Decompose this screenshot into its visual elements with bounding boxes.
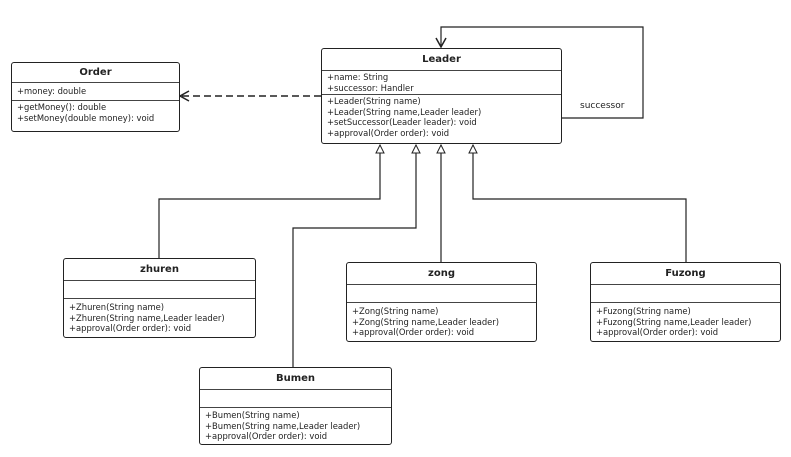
attribute-row: +money: double xyxy=(17,86,87,96)
operation-row: +Fuzong(String name,Leader leader) xyxy=(596,316,752,327)
operation-row: +Bumen(String name,Leader leader) xyxy=(205,420,361,431)
operations-section: +Leader(String name) +Leader(String name… xyxy=(322,95,561,139)
operation-row: +approval(Order order): void xyxy=(205,431,328,441)
operation-row: +setMoney(double money): void xyxy=(17,112,155,123)
operation-row: +approval(Order order): void xyxy=(327,127,450,138)
operation-row: +Zhuren(String name) xyxy=(69,302,165,312)
class-zhuren[interactable]: zhuren +Zhuren(String name) +Zhuren(Stri… xyxy=(63,258,256,338)
inheritance-line-fuzong xyxy=(473,145,687,262)
operation-row: +approval(Order order): void xyxy=(69,323,192,333)
successor-label: successor xyxy=(580,101,625,111)
attributes-section xyxy=(200,390,391,408)
operations-section: +Zong(String name) +Zong(String name,Lea… xyxy=(347,303,536,339)
class-name: Bumen xyxy=(200,368,391,390)
operations-section: +getMoney(): double +setMoney(double mon… xyxy=(12,101,179,124)
operation-row: +approval(Order order): void xyxy=(352,327,475,337)
attributes-section xyxy=(64,281,255,299)
operation-row: +Zong(String name,Leader leader) xyxy=(352,316,500,327)
class-fuzong[interactable]: Fuzong +Fuzong(String name) +Fuzong(Stri… xyxy=(590,262,781,342)
class-name: Fuzong xyxy=(591,263,780,285)
class-leader[interactable]: Leader +name: String +successor: Handler… xyxy=(321,48,562,144)
operation-row: +setSuccessor(Leader leader): void xyxy=(327,117,477,127)
class-order[interactable]: Order +money: double +getMoney(): double… xyxy=(11,62,180,132)
class-name: zong xyxy=(347,263,536,285)
attributes-section xyxy=(347,285,536,303)
operations-section: +Zhuren(String name) +Zhuren(String name… xyxy=(64,299,255,335)
attributes-section xyxy=(591,285,780,303)
successor-association-line xyxy=(435,26,644,123)
operation-row: +Leader(String name,Leader leader) xyxy=(327,106,482,117)
class-name: zhuren xyxy=(64,259,255,281)
attributes-section: +money: double xyxy=(12,83,179,101)
class-zong[interactable]: zong +Zong(String name) +Zong(String nam… xyxy=(346,262,537,342)
attribute-row: +successor: Handler xyxy=(327,82,414,93)
inheritance-line-bumen xyxy=(292,145,416,367)
operation-row: +Fuzong(String name) xyxy=(596,306,691,316)
attribute-row: +name: String xyxy=(327,72,389,82)
class-bumen[interactable]: Bumen +Bumen(String name) +Bumen(String … xyxy=(199,367,392,445)
operation-row: +Zhuren(String name,Leader leader) xyxy=(69,312,225,323)
operation-row: +Leader(String name) xyxy=(327,96,421,106)
operation-row: +Bumen(String name) xyxy=(205,410,300,420)
operations-section: +Bumen(String name) +Bumen(String name,L… xyxy=(200,408,391,443)
attributes-section: +name: String +successor: Handler xyxy=(322,71,561,95)
operation-row: +getMoney(): double xyxy=(17,102,107,112)
class-name: Leader xyxy=(322,49,561,71)
inheritance-line-zhuren xyxy=(158,145,380,258)
operations-section: +Fuzong(String name) +Fuzong(String name… xyxy=(591,303,780,339)
class-name: Order xyxy=(12,63,179,83)
operation-row: +approval(Order order): void xyxy=(596,327,719,337)
operation-row: +Zong(String name) xyxy=(352,306,439,316)
